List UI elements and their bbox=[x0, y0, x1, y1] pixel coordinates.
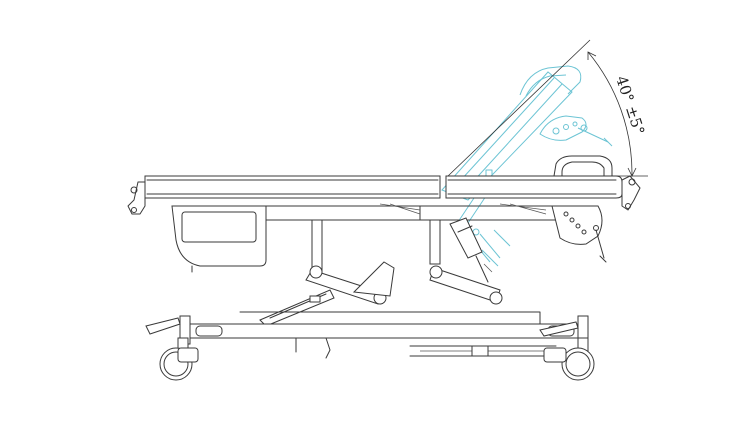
mattress-deck bbox=[144, 175, 623, 199]
caster-left bbox=[159, 337, 199, 381]
control-pendant bbox=[551, 205, 607, 263]
head-end-bracket bbox=[127, 181, 146, 215]
caster-right bbox=[543, 337, 595, 381]
storage-basket bbox=[171, 205, 267, 273]
foot-end-bracket bbox=[621, 175, 641, 211]
actuator-head bbox=[449, 217, 493, 283]
base-frame bbox=[145, 311, 589, 359]
vertical-posts bbox=[311, 219, 441, 277]
side-rail-handle bbox=[553, 155, 613, 177]
angle-label: 40° ±5° bbox=[612, 74, 648, 138]
lift-mechanism bbox=[259, 261, 503, 327]
raised-backrest bbox=[441, 65, 613, 267]
